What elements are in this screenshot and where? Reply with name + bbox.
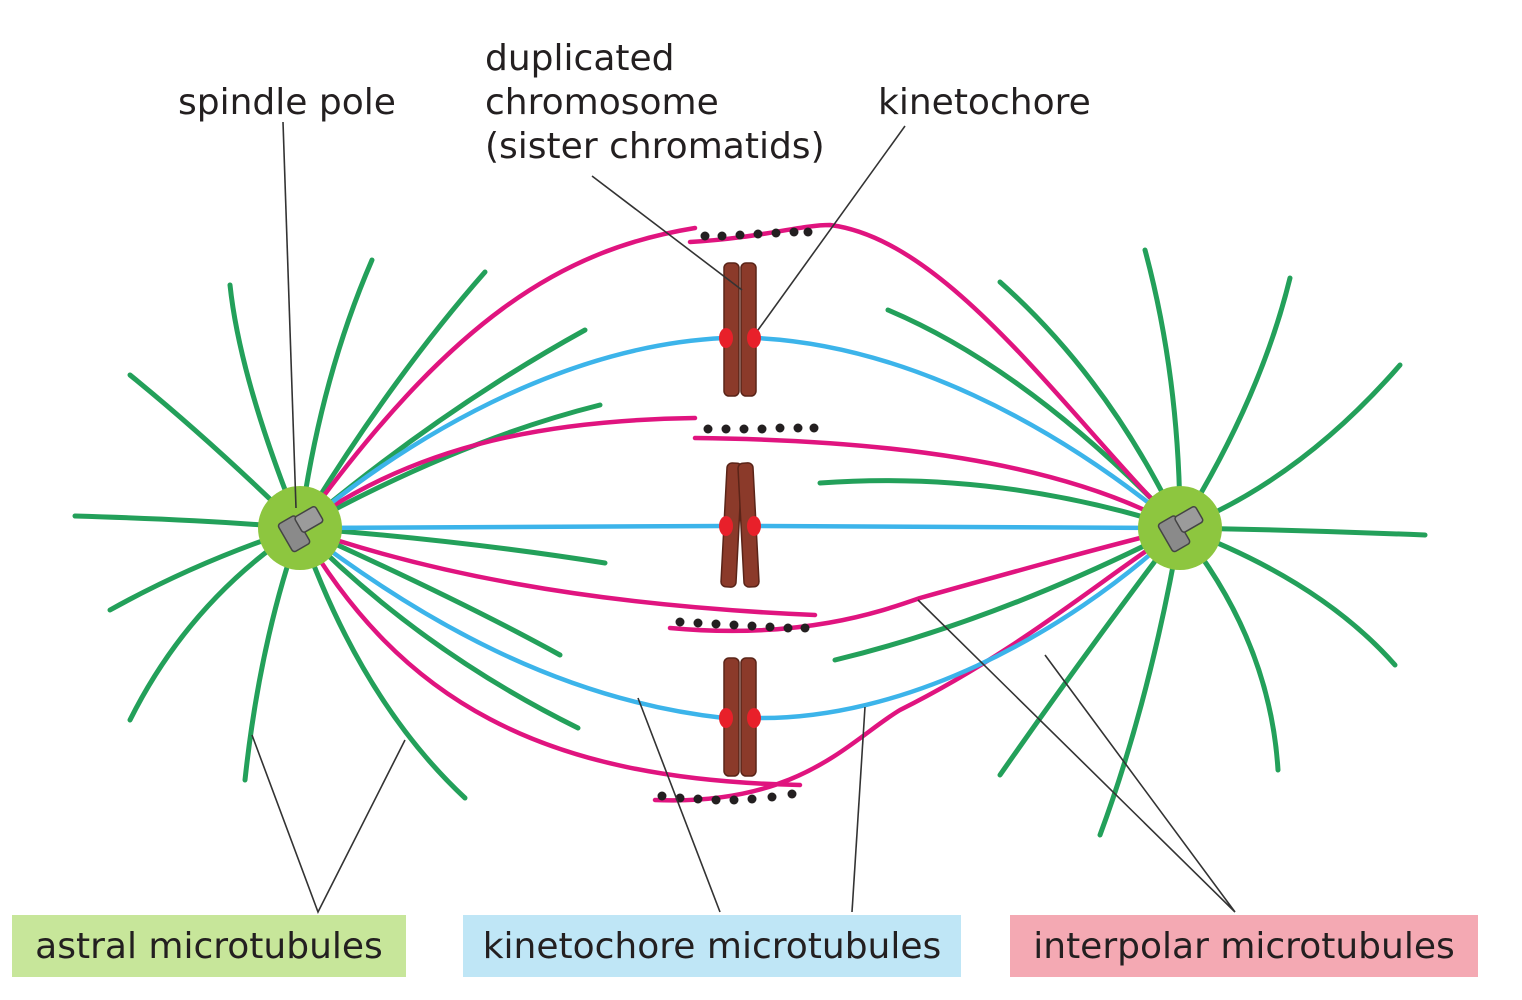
overlap-zone-4 [657,789,797,805]
overlap-zone-2 [703,423,819,434]
kinetochore-microtubules [297,335,1183,721]
legend-kinetochore: kinetochore microtubules [463,915,961,977]
overlap-zone-1 [700,227,813,241]
centrosome-icon [1157,505,1204,553]
spindle-pole-right [1138,486,1222,570]
centrosome-icon [277,505,324,553]
leader-lines [251,121,1236,914]
chromosome-top [719,262,761,397]
legend-astral-text: astral microtubules [35,926,383,967]
kinetochore-dot [747,328,761,348]
spindle-pole-left [258,486,342,570]
interpolar-microtubules [297,222,1183,803]
legend-interpolar-text: interpolar microtubules [1033,926,1454,967]
spindle-pole-label: spindle pole [178,82,396,123]
kinetochore-dot [719,516,733,536]
chromosome-bottom [719,657,761,777]
duplicated-chromosome-label-line3: (sister chromatids) [485,126,825,167]
chromosome-middle [719,462,761,588]
legend-interpolar: interpolar microtubules [1010,915,1478,977]
kinetochore-dot [747,708,761,728]
kinetochore-dot [719,328,733,348]
legend-kinetochore-text: kinetochore microtubules [483,926,942,967]
duplicated-chromosome-label-line1: duplicated [485,38,675,79]
legend-astral: astral microtubules [12,915,406,977]
overlap-zone-3 [675,617,810,633]
kinetochore-dot [719,708,733,728]
kinetochore-label: kinetochore [878,82,1091,123]
kinetochore-dot [747,516,761,536]
duplicated-chromosome-label-line2: chromosome [485,82,719,123]
